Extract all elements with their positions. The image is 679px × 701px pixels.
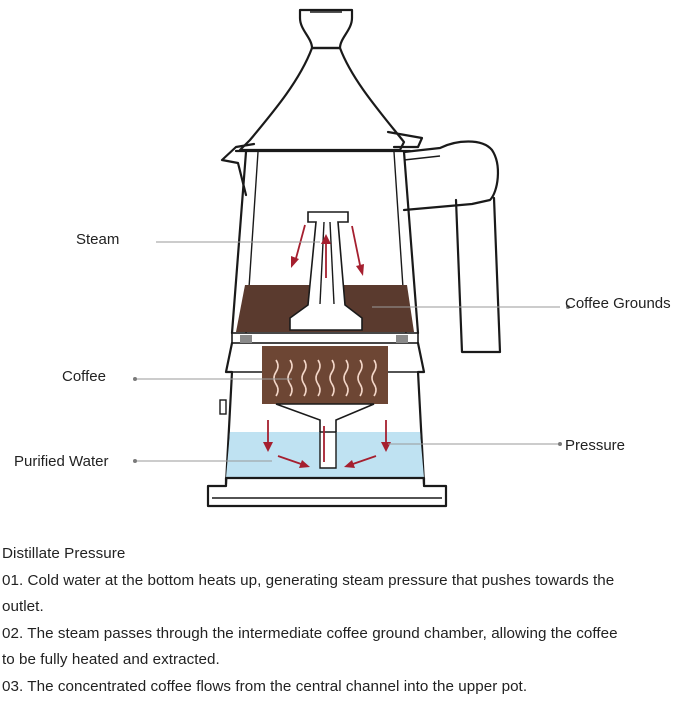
lid-knob bbox=[298, 8, 354, 50]
description-line: to be fully heated and extracted. bbox=[2, 651, 220, 669]
flow-arrows bbox=[263, 224, 391, 468]
spout bbox=[220, 142, 256, 197]
label-purified-water: Purified Water bbox=[14, 453, 109, 470]
lid bbox=[238, 46, 406, 152]
leader-lines bbox=[133, 241, 570, 463]
moka-pot-illustration bbox=[133, 8, 570, 508]
description-line: 01. Cold water at the bottom heats up, g… bbox=[2, 571, 615, 589]
description-line: 02. The steam passes through the interme… bbox=[2, 624, 618, 642]
label-coffee-grounds: Coffee Grounds bbox=[565, 295, 671, 312]
lower-chamber bbox=[224, 341, 426, 486]
description-line: outlet. bbox=[2, 598, 44, 616]
coffee-basket-fill bbox=[262, 346, 388, 404]
label-steam: Steam bbox=[76, 231, 120, 248]
description-line: 03. The concentrated coffee flows from t… bbox=[2, 677, 528, 695]
description-text: Distillate Pressure 01. Cold water at th… bbox=[2, 541, 678, 701]
handle bbox=[402, 140, 502, 354]
label-coffee: Coffee bbox=[62, 368, 106, 385]
label-pressure: Pressure bbox=[565, 437, 626, 454]
description-heading: Distillate Pressure bbox=[2, 545, 126, 562]
moka-pot-diagram: Steam Coffee Grounds Coffee Pressure Pur… bbox=[14, 8, 671, 508]
steam-wisps bbox=[273, 359, 377, 397]
base bbox=[206, 476, 448, 508]
